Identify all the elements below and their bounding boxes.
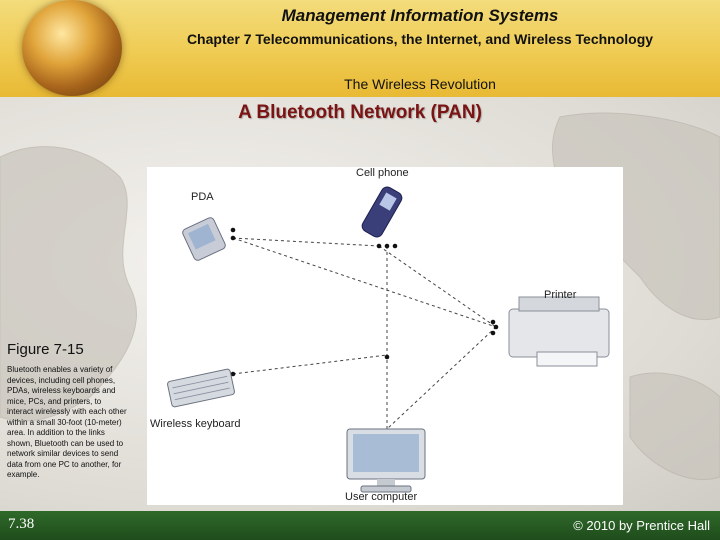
copyright-notice: © 2010 by Prentice Hall — [573, 518, 710, 533]
globe-logo-icon — [22, 0, 122, 96]
wireless-keyboard-label: Wireless keyboard — [150, 418, 241, 430]
link-pda-phone — [232, 237, 380, 247]
cell-phone-label: Cell phone — [356, 167, 409, 179]
printer-label: Printer — [544, 289, 577, 301]
link-keyboard-computer — [232, 354, 388, 375]
pda-label: PDA — [191, 191, 214, 203]
user-computer-icon — [346, 428, 426, 493]
printer-icon — [508, 296, 610, 367]
cell-phone-icon — [361, 186, 403, 238]
link-phone-printer — [378, 245, 497, 328]
section-title: The Wireless Revolution — [344, 76, 496, 92]
bluetooth-network-figure: PDA Cell phone Printer Wireless keyboard… — [147, 167, 623, 505]
wireless-keyboard-icon — [167, 368, 235, 408]
figure-caption-text: Bluetooth enables a variety of devices, … — [7, 365, 127, 479]
footer-band — [0, 511, 720, 540]
chapter-title: Chapter 7 Telecommunications, the Intern… — [186, 31, 654, 47]
map-continents — [0, 112, 720, 481]
header-band — [0, 0, 720, 98]
course-title: Management Information Systems — [281, 6, 559, 25]
link-pda-printer — [232, 237, 497, 328]
figure-caption-title: Figure 7-15 — [7, 341, 84, 358]
link-dots — [230, 227, 499, 377]
page-number: 7.38 — [8, 516, 35, 532]
slide-title: A Bluetooth Network (PAN) — [238, 102, 482, 123]
network-diagram — [167, 186, 610, 493]
pda-icon — [182, 217, 226, 261]
link-printer-computer — [386, 326, 497, 430]
user-computer-label: User computer — [345, 491, 418, 503]
bluetooth-links — [232, 237, 497, 430]
